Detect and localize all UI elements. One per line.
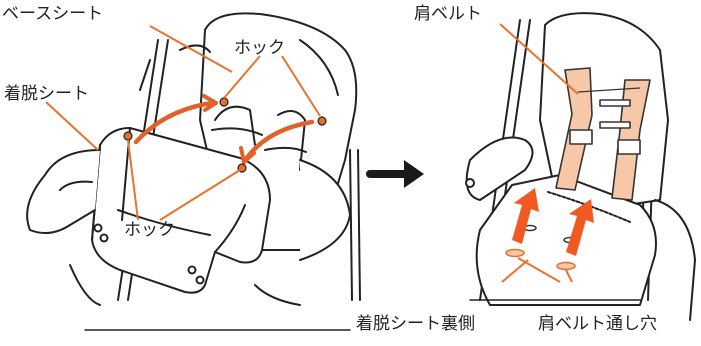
label-shoulder-belt: 肩ベルト: [414, 4, 482, 24]
hook-connection-arrows: [133, 94, 315, 165]
label-removable-seat: 着脱シート: [4, 84, 89, 104]
label-base-seat: ベースシート: [2, 4, 104, 24]
up-arrow-icon: [512, 188, 594, 256]
left-leader-lines: [45, 25, 321, 221]
right-leader-lines: [499, 23, 579, 283]
right-arrow-icon: [366, 160, 424, 188]
left-stroller-illustration: [26, 12, 361, 331]
belt-through-holes: [505, 224, 577, 271]
shoulder-belts: [555, 67, 651, 201]
label-hook-top: ホック: [234, 38, 285, 58]
label-hook-bottom: ホック: [124, 220, 175, 240]
label-belt-hole: 肩ベルト通し穴: [538, 314, 657, 334]
label-removable-seat-back: 着脱シート裏側: [356, 314, 475, 334]
